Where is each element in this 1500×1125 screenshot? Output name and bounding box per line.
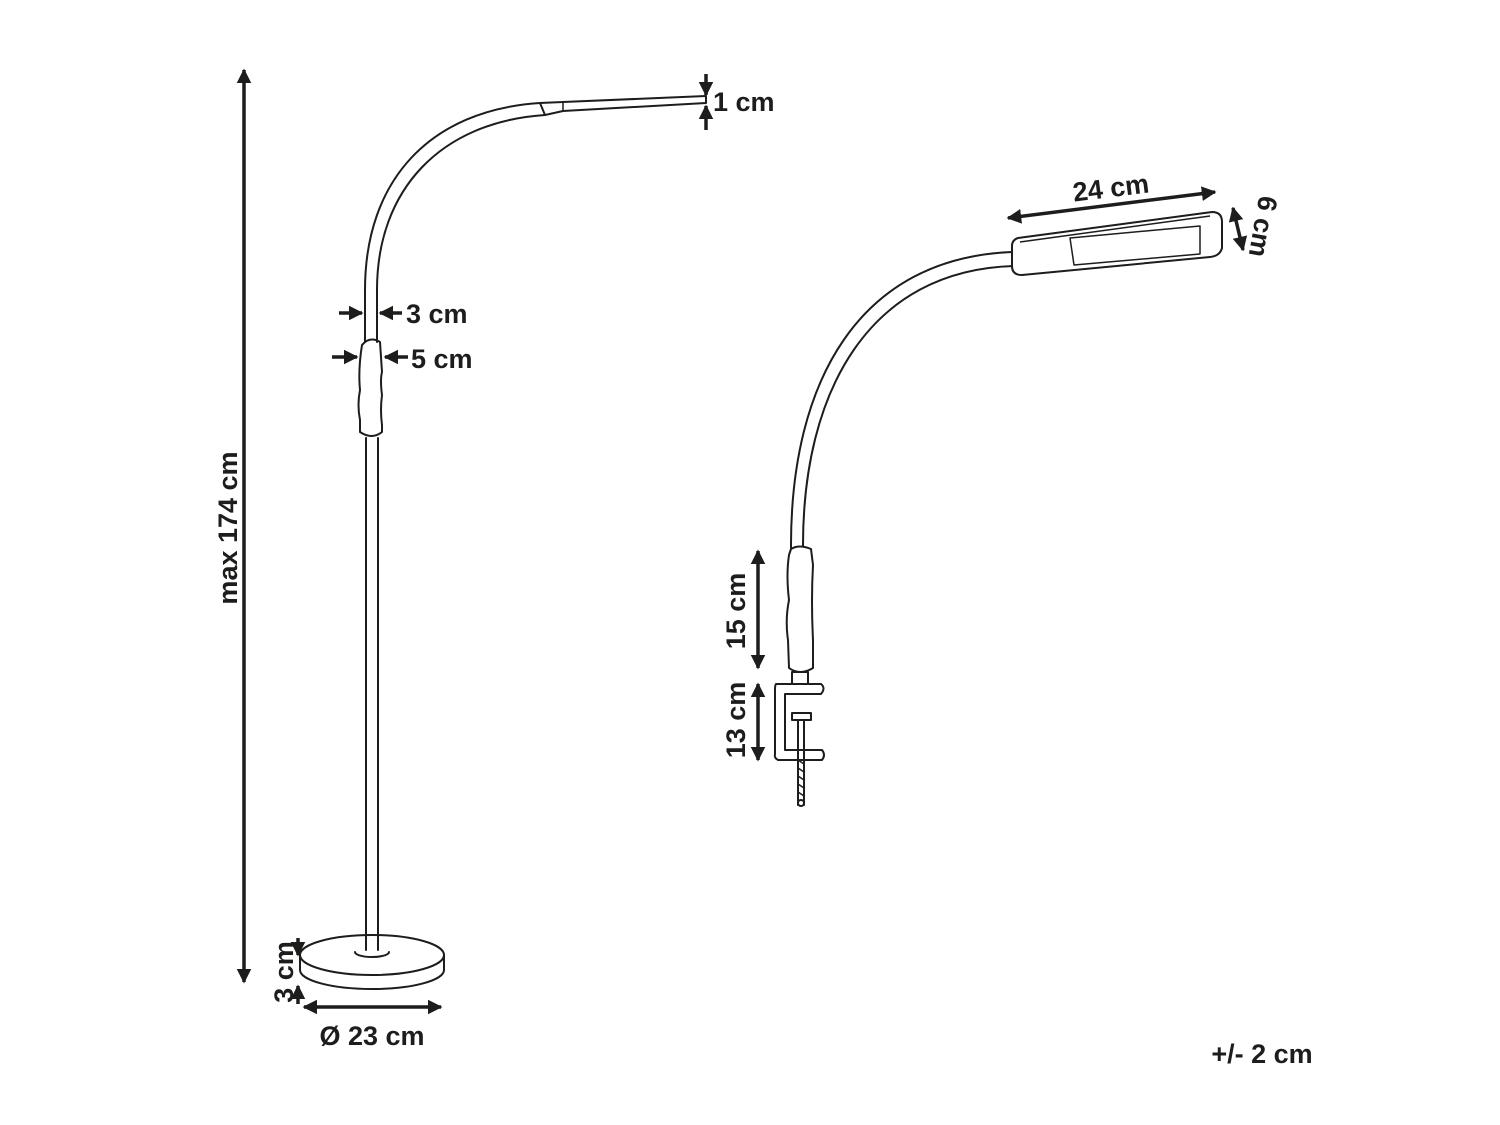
neck-width-label: 3 cm — [406, 299, 468, 329]
grip-width-label: 5 cm — [411, 344, 473, 374]
head-width-arrow — [1228, 206, 1248, 252]
clamp-lamp-grip — [785, 545, 814, 673]
clamp-screw — [791, 712, 812, 807]
floor-lamp — [299, 95, 707, 990]
head-thickness-label: 1 cm — [713, 87, 775, 117]
floor-lamp-gooseneck — [364, 102, 546, 343]
tolerance-label: +/- 2 cm — [1211, 1039, 1312, 1069]
head-width-label: 6 cm — [1243, 194, 1283, 260]
floor-lamp-base — [299, 934, 445, 990]
clamp-lamp-head — [1011, 211, 1223, 276]
grip-height-label: 15 cm — [721, 573, 751, 650]
c-clamp — [773, 683, 825, 761]
clamp-lamp — [773, 211, 1223, 807]
base-diameter-label: Ø 23 cm — [319, 1021, 424, 1051]
head-length-arrow — [1006, 186, 1217, 224]
clamp-lamp-gooseneck — [789, 251, 1015, 550]
clamp-height-label: 13 cm — [721, 682, 751, 759]
floor-lamp-grip — [357, 338, 383, 437]
floor-lamp-pole — [365, 437, 379, 951]
height-label: max 174 cm — [213, 451, 243, 604]
floor-lamp-head — [539, 95, 707, 116]
base-height-label: 3 cm — [269, 941, 299, 1003]
